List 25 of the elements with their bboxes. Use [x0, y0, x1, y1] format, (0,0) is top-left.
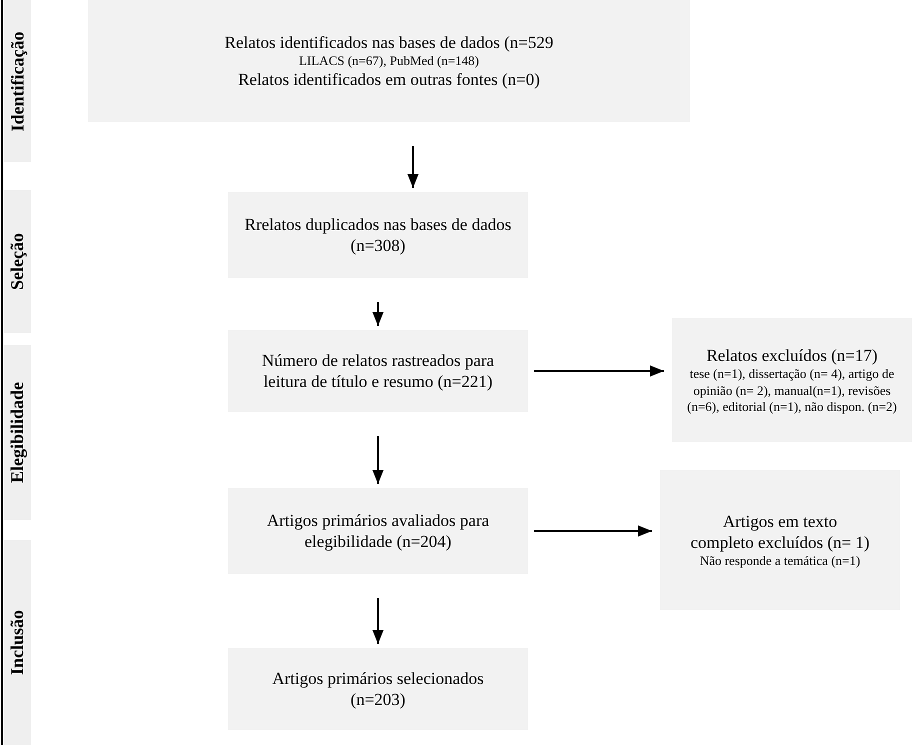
arrow — [407, 146, 419, 188]
box-text: Relatos identificados em outras fontes (n=0) — [238, 69, 540, 90]
arrow — [372, 302, 384, 326]
box-text: Artigos primários selecionados (n=203) — [271, 668, 485, 710]
phase-label: Identificação — [7, 31, 28, 131]
phase-label: Elegibilidade — [7, 382, 28, 484]
phase-label: Seleção — [7, 233, 28, 290]
arrow — [534, 365, 664, 377]
phase-band — [4, 0, 31, 162]
box-text: Artigos primários avaliados para elegibilidade (n=204) — [266, 510, 490, 552]
phase-band — [4, 190, 31, 333]
box-text: Número de relatos rastreados para leitura de título e resumo (n=221) — [260, 350, 496, 392]
arrow — [372, 436, 384, 484]
box-text: Relatos identificados nas bases de dados (n=529 — [224, 32, 554, 53]
phase-band — [4, 345, 31, 520]
database-list: LILACS (n=67), PubMed (n=148) — [298, 52, 480, 70]
arrow — [372, 598, 384, 644]
arrow — [534, 525, 652, 537]
box-heading: Artigos em texto completo excluídos (n= 1) — [690, 510, 870, 554]
exclusion-details: tese (n=1), dissertação (n= 4), artigo de opinião (n= 2), manual(n=1), revisões (n=6), editorial (n=1), não dispon. (n=2) — [686, 366, 898, 415]
phase-label: Inclusão — [7, 610, 28, 676]
phase-band — [4, 540, 31, 745]
box-text: Rrelatos duplicados nas bases de dados (n=308) — [244, 214, 512, 256]
exclusion-details: Não responde a temática (n=1) — [700, 553, 860, 570]
box-heading: Relatos excluídos (n=17) — [706, 345, 878, 366]
